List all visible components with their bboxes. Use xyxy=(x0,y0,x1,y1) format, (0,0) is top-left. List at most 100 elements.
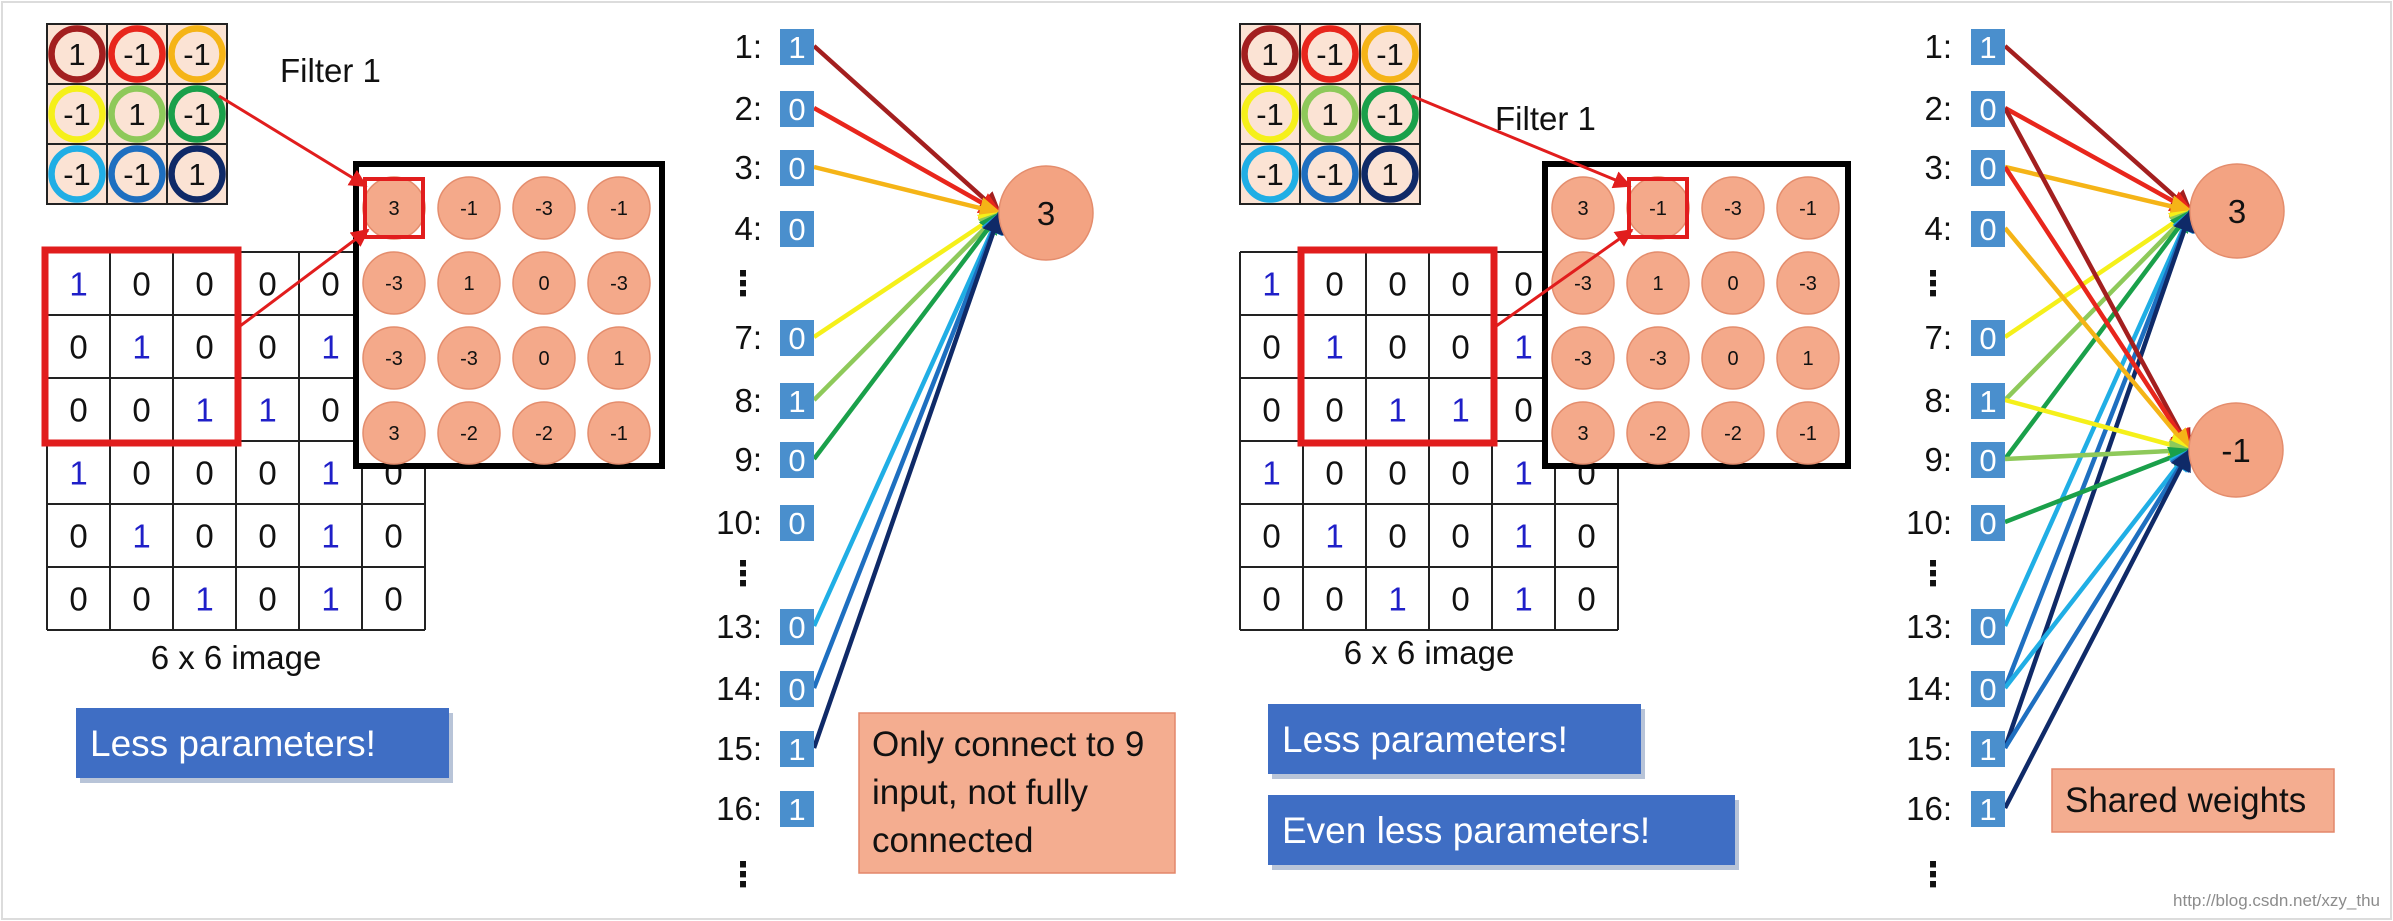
feature-map-node xyxy=(512,176,576,240)
image-label: 6 x 6 image xyxy=(151,639,322,676)
output-neuron-value: 3 xyxy=(2228,193,2246,230)
note-callout xyxy=(2051,768,2335,833)
ellipsis: ⋮ xyxy=(1916,856,1950,894)
filter-value: -1 xyxy=(1376,97,1404,132)
input-value: 0 xyxy=(788,506,805,541)
input-index-label: 8: xyxy=(734,382,762,419)
feature-map-node xyxy=(1626,251,1690,315)
input-index-label: 4: xyxy=(734,210,762,247)
connection-weight-5 xyxy=(2004,439,2193,463)
connection-weight-6 xyxy=(812,211,1002,461)
image-value: 0 xyxy=(1325,392,1343,429)
input-box xyxy=(780,150,814,186)
filter-value: 1 xyxy=(128,97,145,132)
note-line: Only connect to 9 xyxy=(872,725,1144,764)
image-value: 1 xyxy=(1451,392,1469,429)
output-neuron xyxy=(2188,402,2284,498)
connection-weight-1 xyxy=(2003,106,2192,452)
feature-map-node xyxy=(1701,326,1765,390)
input-value: 0 xyxy=(1979,151,1996,186)
input-index-label: 10: xyxy=(716,504,762,541)
input-index-label: 8: xyxy=(1924,382,1952,419)
connection-weight-7 xyxy=(2003,448,2192,690)
input-index-label: 2: xyxy=(1924,90,1952,127)
connection-weight-9 xyxy=(811,210,1004,749)
image-value: 1 xyxy=(195,392,213,429)
feature-map-node xyxy=(437,176,501,240)
input-box xyxy=(1971,91,2005,127)
filter-weight-ring xyxy=(1301,85,1359,143)
feature-map-value: 1 xyxy=(463,273,474,295)
input-index-label: 16: xyxy=(716,790,762,827)
note-line: input, not fully xyxy=(872,773,1088,812)
feature-map-node xyxy=(587,176,651,240)
input-index-label: 15: xyxy=(1906,730,1952,767)
feature-map-value: -3 xyxy=(385,273,403,295)
feature-map-node xyxy=(587,401,651,465)
image-value: 1 xyxy=(321,518,339,555)
feature-map-value: -3 xyxy=(1799,273,1817,295)
image-value: 0 xyxy=(69,518,87,555)
input-index-label: 15: xyxy=(716,730,762,767)
input-index-label: 9: xyxy=(734,441,762,478)
input-box xyxy=(780,383,814,419)
image-value: 1 xyxy=(258,392,276,429)
connection-weight-3 xyxy=(813,164,1003,220)
image-value: 0 xyxy=(195,518,213,555)
input-box xyxy=(1971,505,2005,541)
feature-map-value: 0 xyxy=(1727,348,1738,370)
input-index-label: 14: xyxy=(1906,670,1952,707)
connection-weight-8 xyxy=(2002,208,2195,689)
input-value: 1 xyxy=(1979,30,1996,65)
feature-map-node xyxy=(1551,326,1615,390)
connection-layer xyxy=(811,44,2196,810)
image-value: 0 xyxy=(258,455,276,492)
feature-map-value: 1 xyxy=(1652,273,1663,295)
parameter-callout xyxy=(1268,704,1641,774)
filter-weight-ring xyxy=(168,145,226,203)
connection-weight-6 xyxy=(2003,209,2193,461)
image-value: 0 xyxy=(1388,518,1406,555)
feature-map-value: 3 xyxy=(1577,198,1588,220)
feature-map-value: -1 xyxy=(610,198,628,220)
connection-weight-2 xyxy=(2003,106,2193,213)
image-value: 0 xyxy=(195,455,213,492)
feature-map-value: -3 xyxy=(460,348,478,370)
feature-map-highlight xyxy=(363,177,425,239)
filter-value: -1 xyxy=(123,37,151,72)
image-value: 1 xyxy=(1262,266,1280,303)
filter-weight-ring xyxy=(1361,25,1419,83)
feature-map-value: 3 xyxy=(1577,423,1588,445)
filter-value: 1 xyxy=(188,157,205,192)
feature-map-value: -3 xyxy=(1574,273,1592,295)
filter-weight-ring xyxy=(48,85,106,143)
image-value: 0 xyxy=(258,581,276,618)
input-index-label: 9: xyxy=(1924,441,1952,478)
note-callout xyxy=(858,712,1176,874)
feature-map-node xyxy=(362,326,426,390)
feature-map-value: -3 xyxy=(1649,348,1667,370)
filter-value: 1 xyxy=(1381,157,1398,192)
input-box xyxy=(780,731,814,767)
filter-weight-ring xyxy=(48,145,106,203)
image-value: 0 xyxy=(258,518,276,555)
connection-weight-9 xyxy=(2002,208,2196,749)
image-value: 0 xyxy=(132,266,150,303)
feature-map-node xyxy=(362,401,426,465)
filter-weight-ring xyxy=(108,145,166,203)
input-value: 1 xyxy=(788,732,805,767)
filter-to-output-arrow xyxy=(218,94,368,188)
connection-weight-4 xyxy=(2004,397,2193,456)
feature-map-value: 0 xyxy=(538,273,549,295)
input-value: 0 xyxy=(1979,610,1996,645)
parameter-callout-label: Less parameters! xyxy=(1282,719,1568,760)
image-value: 0 xyxy=(1325,266,1343,303)
connection-weight-7 xyxy=(2002,208,2194,627)
input-box xyxy=(780,320,814,356)
network-2: 1:12:03:04:07:08:19:010:013:014:015:116:… xyxy=(1906,28,2335,894)
ellipsis: ⋮ xyxy=(726,265,760,303)
